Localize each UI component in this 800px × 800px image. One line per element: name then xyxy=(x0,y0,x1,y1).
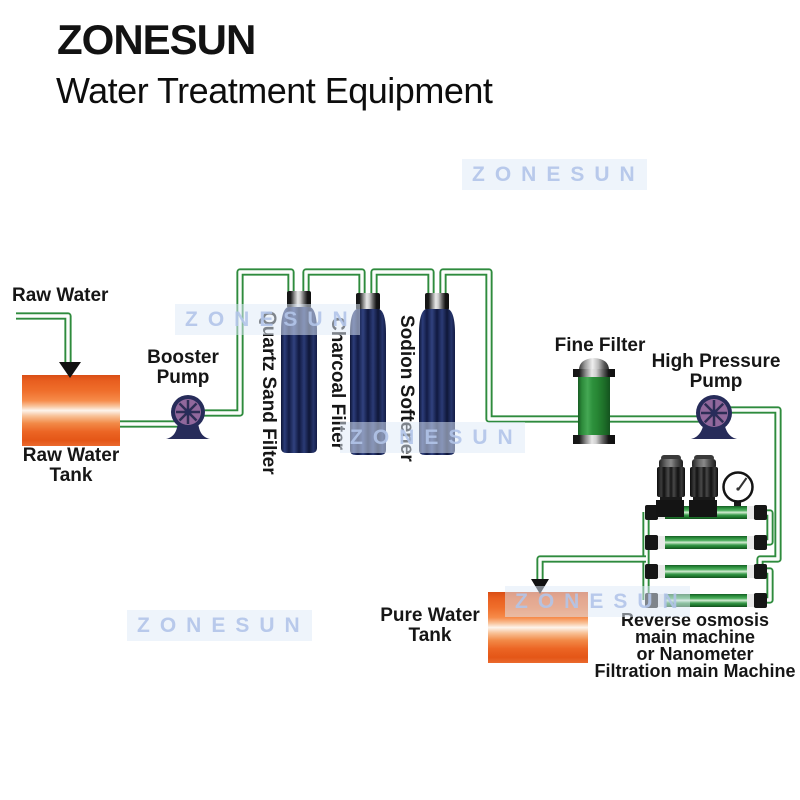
booster-pump xyxy=(166,395,210,439)
brand-logo-text: ZONESUN xyxy=(57,16,256,63)
label-booster-pump: Booster Pump xyxy=(147,347,219,388)
high-pressure-pump xyxy=(691,395,737,439)
zonesun-watermark: ZONESUN xyxy=(175,304,360,335)
motor-mount xyxy=(689,500,717,517)
ro-membrane-tube xyxy=(645,535,767,550)
flow-arrow-raw-inlet xyxy=(59,362,81,378)
quartz-sand-filter xyxy=(281,291,317,453)
raw-water-tank xyxy=(22,375,120,446)
ro-membrane-tube xyxy=(645,564,767,579)
charcoal-filter xyxy=(350,293,386,455)
label-charcoal-filter: Charcoal Filter xyxy=(327,317,348,451)
label-fine-filter: Fine Filter xyxy=(554,335,646,356)
label-pure-water-tank: Pure Water Tank xyxy=(380,605,480,646)
page-title: Water Treatment Equipment xyxy=(56,70,493,111)
gauge-stem xyxy=(734,498,741,508)
zonesun-watermark: ZONESUN xyxy=(127,610,312,641)
fine-filter xyxy=(573,358,615,444)
sodion-softener xyxy=(419,293,455,455)
zonesun-watermark: ZONESUN xyxy=(340,422,525,453)
label-high-pressure-pump: High Pressure Pump xyxy=(651,351,781,392)
label-raw-water: Raw Water xyxy=(12,285,109,306)
label-ro-machine: Reverse osmosis main machine or Nanomete… xyxy=(594,610,796,681)
motor-mount xyxy=(656,500,684,517)
pressure-gauge xyxy=(722,471,754,503)
label-raw-water-tank: Raw Water Tank xyxy=(22,445,120,486)
label-quartz-sand-filter: Quartz Sand Filter xyxy=(258,311,279,475)
zonesun-watermark: ZONESUN xyxy=(505,586,690,617)
zonesun-watermark: ZONESUN xyxy=(462,159,647,190)
